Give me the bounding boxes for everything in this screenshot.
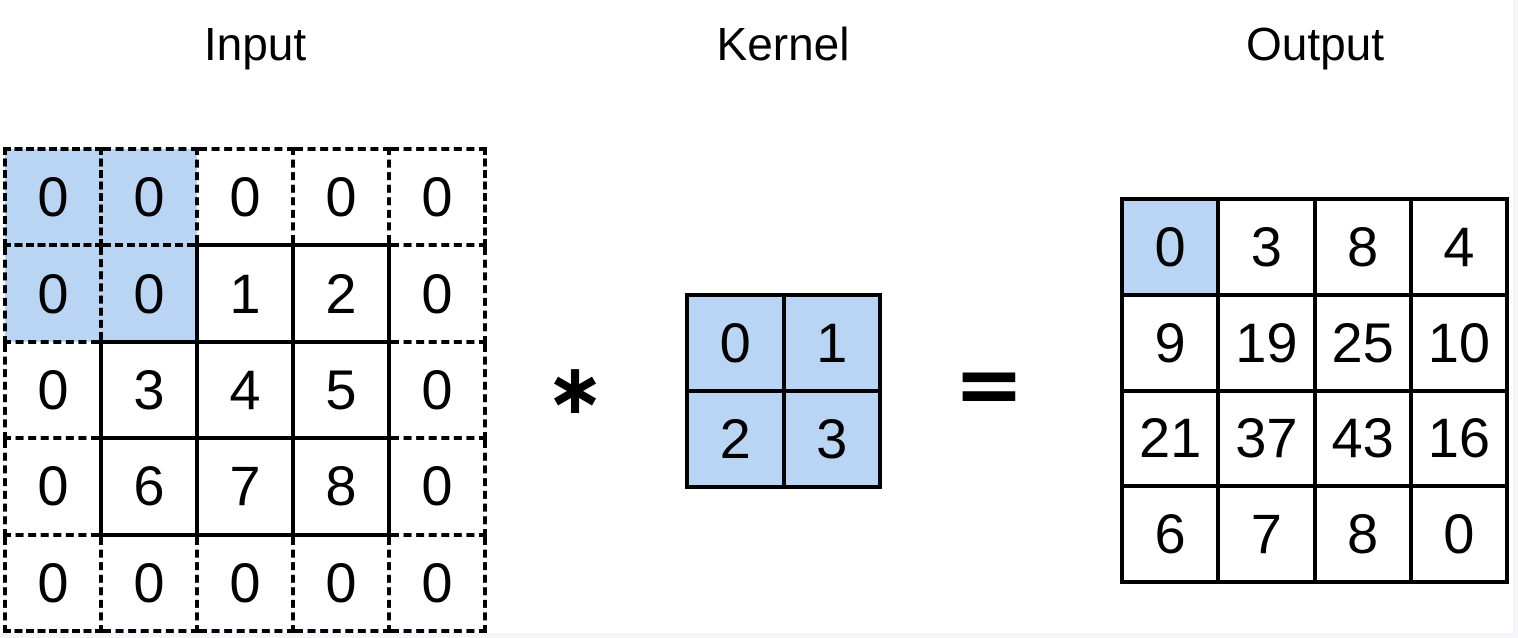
kernel-grid-cell-r1c1: 3 (781, 389, 882, 489)
input-grid-cell-r2c2: 4 (195, 339, 295, 441)
input-grid-cell-r4c0: 0 (3, 532, 103, 634)
input-grid-cell-r0c3: 0 (291, 146, 391, 248)
output-grid-title: Output (1245, 18, 1385, 70)
page-edge-bottom (0, 633, 1518, 638)
output-grid-cell-r0c2: 8 (1312, 197, 1413, 297)
output-grid-cell-r2c3: 16 (1408, 388, 1510, 489)
page-edge-right (1513, 0, 1518, 638)
input-grid-cell-r1c3: 2 (291, 243, 391, 344)
input-grid-cell-r0c2: 0 (195, 146, 295, 248)
output-grid-cell-r3c3: 0 (1408, 484, 1510, 584)
output-grid-cell-r2c0: 21 (1119, 388, 1221, 489)
input-grid-cell-r3c4: 0 (387, 436, 487, 537)
input-grid-cell-r3c2: 7 (195, 436, 295, 537)
input-grid-cell-r3c3: 8 (291, 436, 391, 537)
kernel-grid-cell-r0c1: 1 (781, 293, 882, 393)
input-grid-cell-r1c0: 0 (3, 243, 103, 344)
input-grid-cell-r2c4: 0 (387, 339, 487, 441)
input-grid-cell-r2c3: 5 (291, 339, 391, 441)
output-grid-cell-r2c1: 37 (1216, 388, 1317, 489)
input-grid-cell-r0c4: 0 (387, 146, 487, 248)
kernel-grid-title: Kernel (716, 18, 850, 70)
output-grid-cell-r0c3: 4 (1408, 197, 1510, 297)
input-grid-cell-r0c1: 0 (99, 146, 199, 248)
output-grid-cell-r0c0: 0 (1119, 197, 1221, 297)
input-grid-cell-r4c2: 0 (195, 532, 295, 634)
input-grid-cell-r2c1: 3 (99, 339, 199, 441)
output-grid-cell-r1c1: 19 (1216, 292, 1317, 393)
input-grid-cell-r0c0: 0 (3, 146, 103, 248)
kernel-grid-cell-r1c0: 2 (685, 389, 786, 489)
output-grid-cell-r3c1: 7 (1216, 484, 1317, 584)
input-grid-title: Input (203, 18, 307, 70)
input-grid-cell-r4c1: 0 (99, 532, 199, 634)
convolution-operator: ∗ (545, 348, 605, 430)
input-grid-cell-r3c1: 6 (99, 436, 199, 537)
output-grid-cell-r0c1: 3 (1216, 197, 1317, 297)
equals-operator: = (953, 335, 1025, 433)
input-grid-cell-r1c2: 1 (195, 243, 295, 344)
output-grid-cell-r1c2: 25 (1312, 292, 1413, 393)
kernel-grid-cell-r0c0: 0 (685, 293, 786, 393)
input-grid-cell-r3c0: 0 (3, 436, 103, 537)
input-grid-cell-r4c4: 0 (387, 532, 487, 634)
input-grid-cell-r1c1: 0 (99, 243, 199, 344)
input-grid-cell-r1c4: 0 (387, 243, 487, 344)
input-grid-cell-r2c0: 0 (3, 339, 103, 441)
output-grid-cell-r1c0: 9 (1119, 292, 1221, 393)
output-grid-cell-r2c2: 43 (1312, 388, 1413, 489)
output-grid-cell-r1c3: 10 (1408, 292, 1510, 393)
output-grid-cell-r3c2: 8 (1312, 484, 1413, 584)
input-grid-cell-r4c3: 0 (291, 532, 391, 634)
output-grid-cell-r3c0: 6 (1119, 484, 1221, 584)
